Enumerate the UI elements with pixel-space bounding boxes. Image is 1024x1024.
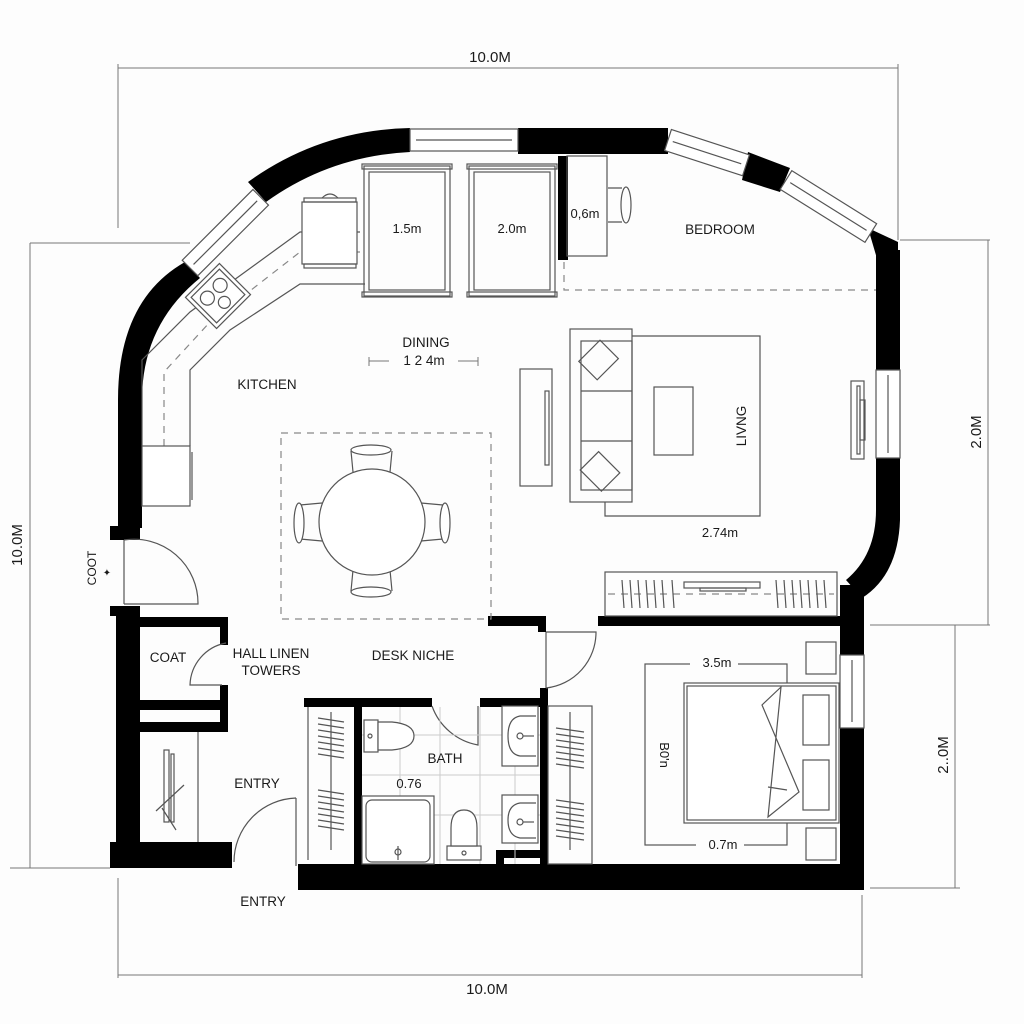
sofa	[569, 328, 633, 503]
living-rug-size: 2.74m	[702, 525, 738, 540]
desk-size: 0,6m	[571, 206, 600, 221]
dining-dimension: 1 2 4m	[403, 353, 444, 368]
bed-2-size: 2.0m	[498, 221, 527, 236]
master-bed-bottom-size: 0.7m	[709, 837, 738, 852]
master-bed-top-size: 3.5m	[703, 655, 732, 670]
sink-icon	[501, 705, 539, 767]
room-label-entry-inner: ENTRY	[234, 776, 280, 791]
dimension-right-lower: 2..0M	[935, 736, 952, 774]
room-label-towers: TOWERS	[241, 663, 300, 678]
linen-shelves-right	[547, 705, 593, 865]
room-label-entry-outer: ENTRY	[240, 894, 286, 909]
windows	[181, 128, 901, 729]
bathtub-size: 0.76	[396, 776, 421, 791]
radiator	[850, 380, 866, 460]
room-label-bath: BATH	[427, 751, 462, 766]
master-bed-side-size: B0'n	[657, 742, 672, 768]
dining-table	[293, 444, 451, 598]
tv-console	[519, 368, 553, 487]
toilet-icon	[363, 719, 415, 753]
wardrobe-living	[604, 571, 838, 617]
room-label-living: LIVNG	[734, 406, 749, 447]
bed-1-size: 1.5m	[393, 221, 422, 236]
toilet-icon-2	[446, 809, 482, 861]
doors	[123, 538, 597, 866]
bed-2	[466, 163, 558, 298]
bed-1	[361, 163, 453, 298]
room-label-bedroom: BEDROOM	[685, 222, 755, 237]
sink-icon-2	[501, 794, 539, 844]
dimension-right-upper: 2.0M	[968, 415, 985, 448]
coat-marker-icon: ✦	[103, 568, 111, 579]
dimension-lines	[10, 64, 990, 978]
linen-shelves-left	[307, 707, 345, 860]
dimension-bottom: 10.0M	[466, 981, 508, 998]
room-label-coat: COAT	[150, 650, 187, 665]
stove-icon	[184, 262, 252, 330]
room-label-desk-niche: DESK NICHE	[372, 648, 455, 663]
coffee-table	[653, 386, 694, 456]
interior-walls	[140, 156, 840, 868]
room-label-dining: DINING	[402, 335, 449, 350]
master-bed	[644, 641, 840, 861]
exterior-walls	[110, 128, 900, 890]
kitchen-counter	[141, 193, 365, 507]
closet-entry	[155, 732, 199, 842]
bathtub	[361, 795, 435, 865]
coat-outside-label: COOT	[85, 550, 99, 585]
desk	[563, 155, 876, 291]
bath-tiles	[362, 707, 540, 864]
dimension-left: 10.0M	[9, 524, 26, 566]
room-label-kitchen: KITCHEN	[237, 377, 296, 392]
room-label-hall-linen: HALL LINEN	[233, 646, 310, 661]
dimension-top: 10.0M	[469, 49, 511, 66]
